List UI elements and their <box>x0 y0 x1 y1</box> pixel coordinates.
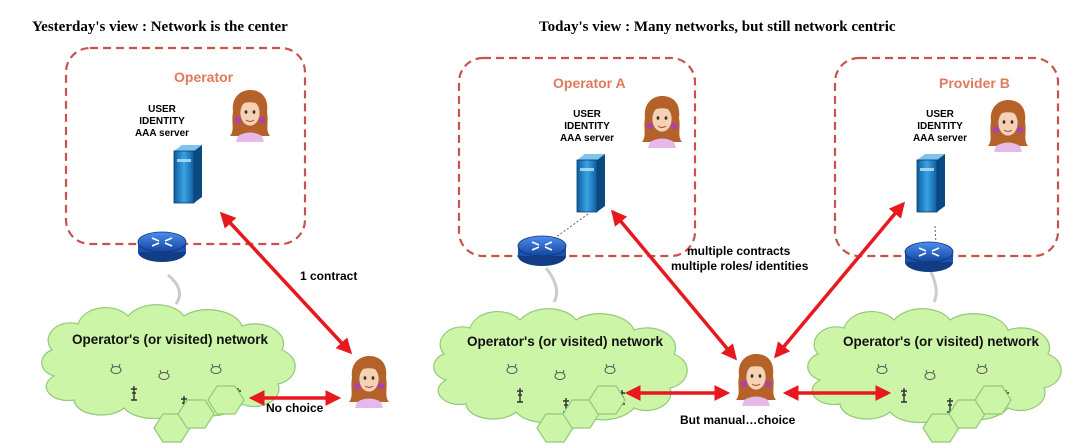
user-person-icon <box>735 353 777 407</box>
network-cloud <box>433 308 688 424</box>
manual-choice-label: But manual…choice <box>680 413 796 427</box>
contracts-line-2: multiple roles/ identities <box>671 259 809 273</box>
operator-a-name: Operator A <box>553 75 626 91</box>
contract-label: 1 contract <box>300 269 357 283</box>
admin-person-icon <box>641 95 683 149</box>
network-cloud <box>41 304 296 420</box>
left-title: Yesterday's view : Network is the center <box>32 19 288 35</box>
server-label-identity: IDENTITY <box>917 121 963 132</box>
server-label-user: USER <box>573 109 602 120</box>
operator-name: Operator <box>174 69 234 85</box>
no-choice-label: No choice <box>266 401 324 415</box>
router-icon <box>517 235 567 267</box>
admin-person-icon <box>987 99 1029 153</box>
admin-person-icon <box>229 89 271 143</box>
router-cable <box>167 273 182 305</box>
user-person-icon <box>348 355 390 409</box>
contract-arrow-a <box>610 209 738 361</box>
server-label-aaa: AAA server <box>135 128 189 139</box>
contract-arrow <box>219 211 353 355</box>
server-label-identity: IDENTITY <box>564 121 610 132</box>
provider-b-name: Provider B <box>939 75 1010 91</box>
server-label-aaa: AAA server <box>913 133 967 144</box>
aaa-server-icon <box>173 144 203 204</box>
router-cable <box>544 267 559 303</box>
router-icon <box>137 231 187 263</box>
network-label: Operator's (or visited) network <box>72 332 268 347</box>
operator-a-zone-border <box>457 56 697 258</box>
router-cable <box>928 269 938 303</box>
network-a-label: Operator's (or visited) network <box>467 334 663 349</box>
server-link <box>934 225 937 245</box>
right-title: Today's view : Many networks, but still … <box>539 19 896 35</box>
server-label-aaa: AAA server <box>560 133 614 144</box>
server-label-identity: IDENTITY <box>139 116 185 127</box>
server-label-user: USER <box>926 109 955 120</box>
contract-arrow-b <box>773 201 906 359</box>
network-cloud <box>807 308 1062 424</box>
aaa-server-icon <box>576 153 606 213</box>
server-label-user: USER <box>148 104 177 115</box>
router-icon <box>904 241 954 273</box>
contracts-line-1: multiple contracts <box>687 244 791 258</box>
server-link <box>551 213 589 241</box>
aaa-server-icon <box>916 153 946 213</box>
network-b-label: Operator's (or visited) network <box>843 334 1039 349</box>
